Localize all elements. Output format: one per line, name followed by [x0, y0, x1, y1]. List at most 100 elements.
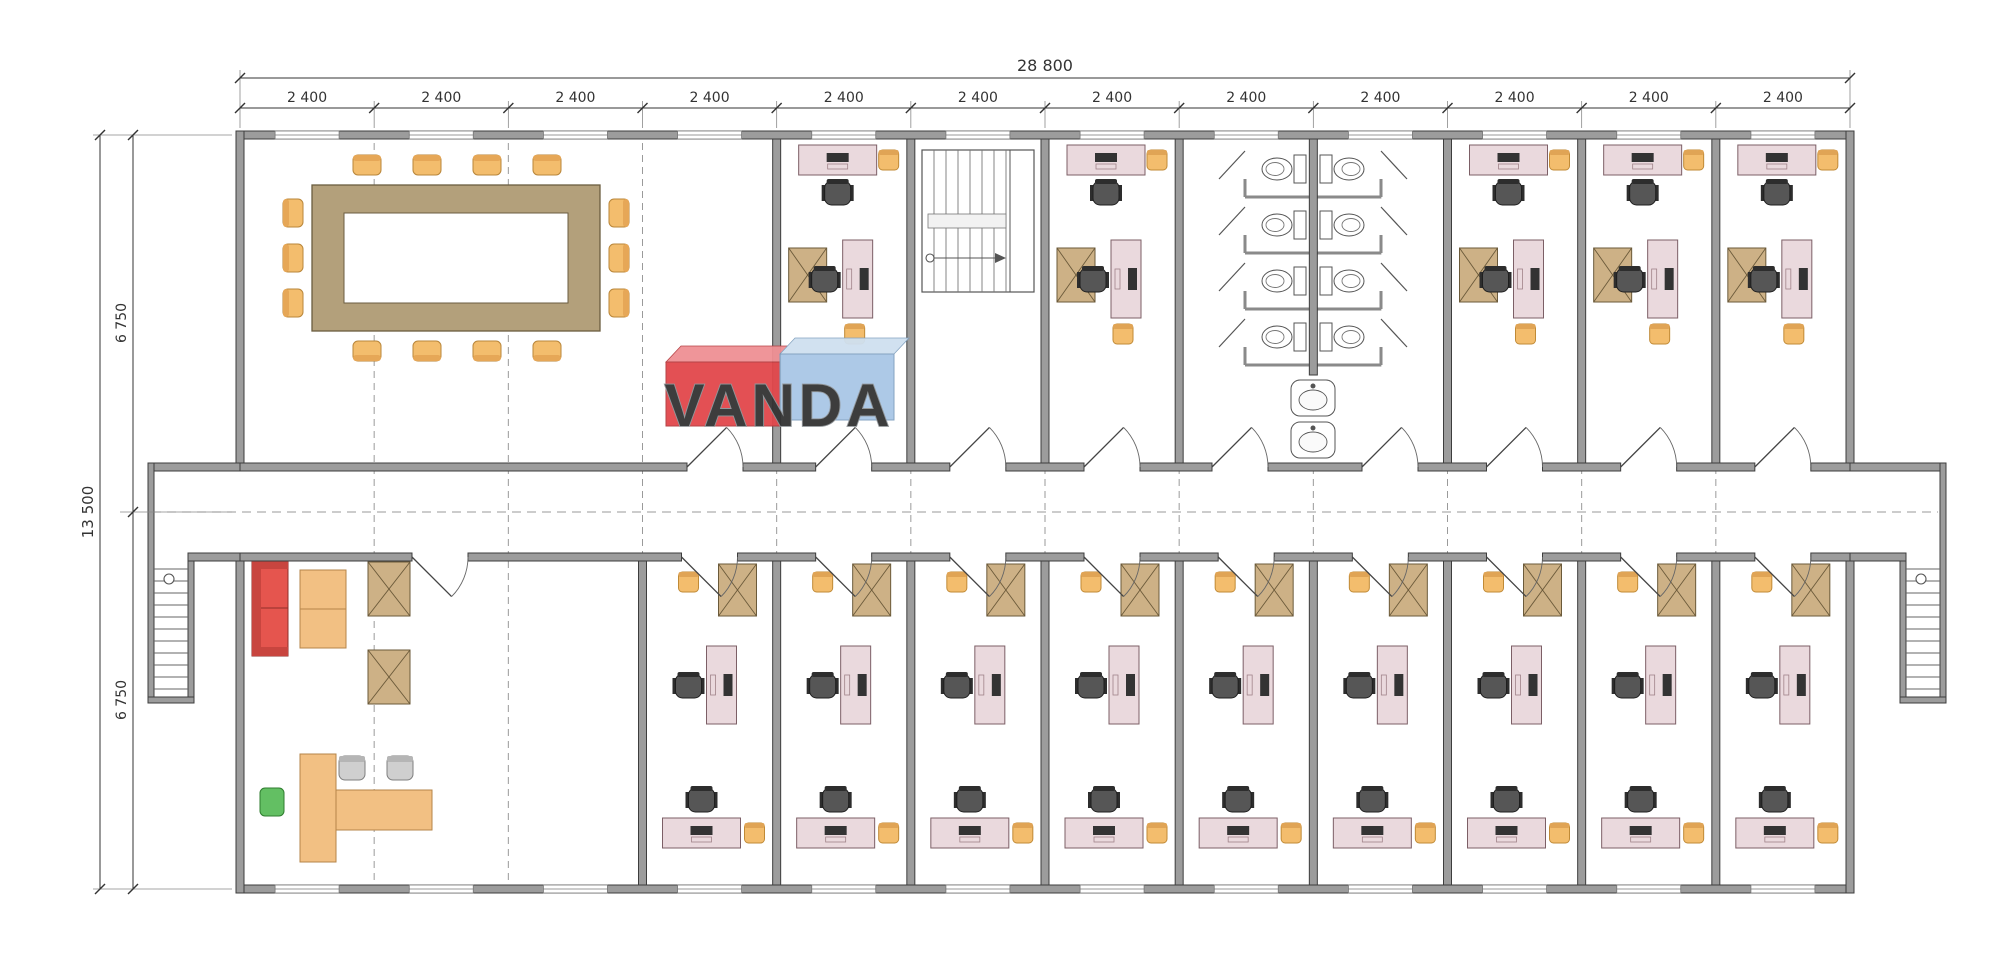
office-chair-arm [849, 185, 854, 201]
exec-desk [299, 753, 337, 863]
guest-chair-back [1147, 150, 1167, 155]
office-chair [1748, 673, 1776, 699]
stair-arrow-start [925, 253, 935, 263]
office-chair-arm [1505, 678, 1510, 694]
dim-tick [1576, 102, 1588, 114]
dim-tick [234, 102, 246, 114]
toilet-layer [1218, 150, 1408, 459]
wall [1139, 552, 1219, 562]
monitor [1126, 674, 1135, 696]
monitor [1495, 826, 1518, 835]
office-chair-arm [1343, 678, 1348, 694]
cabinet-cross [367, 561, 411, 617]
chair-back [283, 289, 289, 317]
cabinet-cross [1791, 563, 1831, 617]
dim-tick [127, 506, 139, 518]
dim-tick [1039, 102, 1051, 114]
keyboard [959, 836, 981, 843]
door-leaf [1083, 556, 1125, 598]
logo-text: VANDA [665, 372, 894, 439]
office-chair-arm [1745, 678, 1750, 694]
meeting-chair [352, 340, 382, 362]
dim-tick [502, 102, 514, 114]
toilet-tank [1319, 210, 1333, 240]
monitor [1227, 826, 1250, 835]
chair-back [473, 355, 501, 361]
door-leaf [1361, 426, 1403, 468]
dim-tick [127, 883, 139, 895]
office-chair-arm [1222, 792, 1227, 808]
door-swing [854, 556, 873, 597]
door-swing [1123, 427, 1141, 468]
visitor-chair-back [387, 756, 413, 762]
stall-front-wall [1379, 179, 1383, 197]
office-chair-arm [1624, 792, 1629, 808]
meeting-chair [282, 198, 304, 228]
wall [1040, 560, 1050, 886]
office-chair-arm [806, 678, 811, 694]
sofa-arm [252, 560, 288, 569]
door-swing [1391, 556, 1409, 597]
wall [1308, 560, 1318, 886]
office-chair-arm [1626, 185, 1631, 201]
toilet-bowl-inner [1341, 274, 1361, 288]
office-chair-back [811, 672, 834, 677]
exterior-stairs [147, 462, 1947, 704]
stall-front-wall [1379, 235, 1383, 253]
stall-front-wall [1243, 179, 1247, 197]
office-chair [1224, 787, 1252, 813]
dimension-label: 6 750 [114, 303, 130, 343]
monitor [1798, 268, 1808, 290]
wall [1273, 552, 1353, 562]
toilet-bowl-inner [1341, 330, 1361, 344]
sofa-back [252, 560, 261, 656]
office-chair-arm [1758, 792, 1763, 808]
office-chair-back [824, 786, 847, 791]
monitor [859, 268, 869, 290]
office-chair [675, 673, 702, 699]
wall [906, 560, 916, 886]
office-chair-arm [1105, 272, 1109, 288]
guest-chair-back [1483, 572, 1504, 577]
guest-chair-back [1549, 150, 1570, 155]
guest-chair-back [1549, 823, 1570, 828]
meeting-chair [608, 243, 630, 273]
guest-chair-back [1113, 324, 1133, 329]
dim-tick [1710, 102, 1722, 114]
door-leaf [686, 426, 728, 468]
office-chair-back [958, 786, 981, 791]
monitor [1765, 153, 1788, 162]
meeting-chair [412, 154, 442, 176]
stall-door-leaf [1380, 206, 1408, 236]
monitor [857, 674, 867, 696]
meeting-chair [472, 154, 502, 176]
wall [239, 462, 688, 472]
office-chair-arm [685, 792, 690, 808]
sink-tap [1310, 383, 1316, 389]
chair-back [353, 355, 381, 361]
guest-chair-back [1783, 324, 1804, 329]
dimension-label: 2 400 [1092, 90, 1132, 106]
wall [1174, 138, 1184, 464]
toilet-bowl-inner [1265, 330, 1285, 344]
toilet-tank [1319, 322, 1333, 352]
monitor [1629, 826, 1652, 835]
office-chair-back [1497, 179, 1520, 184]
stall-front-wall [1379, 291, 1383, 309]
monitor [958, 826, 981, 835]
keyboard [1227, 836, 1249, 843]
door-swing [989, 427, 1007, 468]
keyboard [1517, 268, 1523, 290]
meeting-chair [282, 243, 304, 273]
door-swing [1794, 556, 1812, 597]
guest-chair-back [878, 150, 899, 155]
office-chair-back [1629, 786, 1652, 791]
wall [1845, 130, 1855, 468]
stall-partition [1317, 307, 1382, 311]
office-chair [943, 673, 971, 699]
wall [1443, 138, 1452, 464]
dim-tick [94, 883, 106, 895]
cabinet-cross [1056, 247, 1096, 303]
office-chair-back [1082, 266, 1104, 271]
